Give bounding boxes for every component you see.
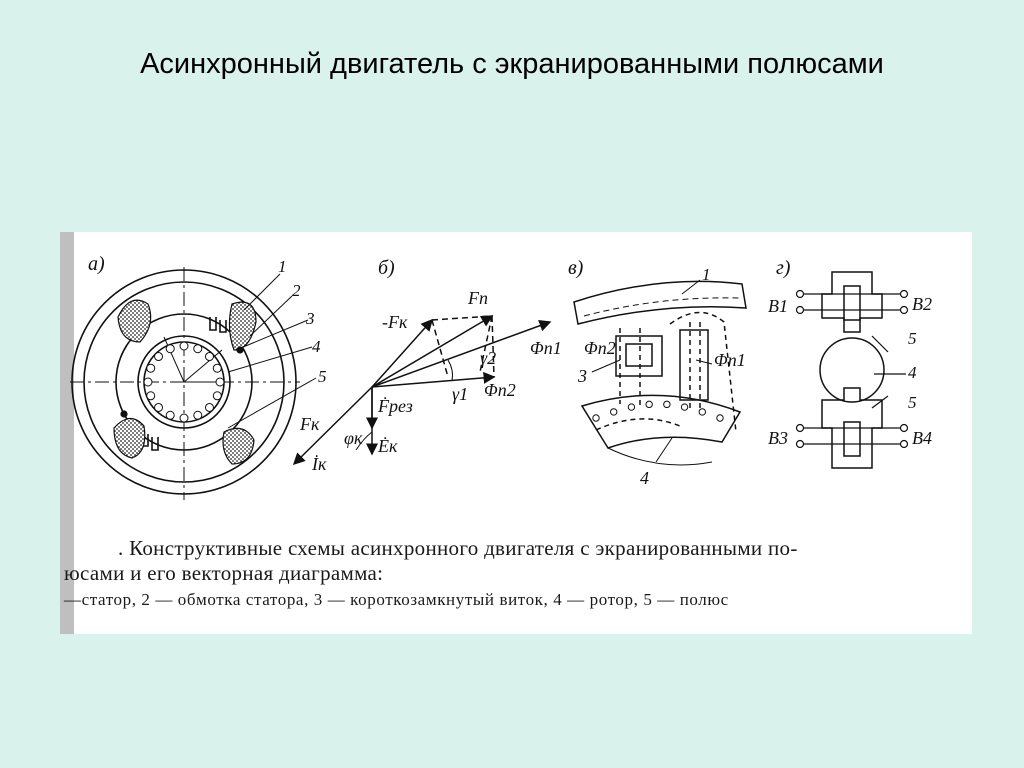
caption-line-2: юсами и его векторная диаграмма: — [64, 561, 384, 585]
rotor-bar — [680, 403, 689, 411]
rotor-bar — [627, 403, 636, 411]
panel-a-windings — [113, 299, 257, 465]
rotor-bar — [212, 391, 222, 401]
g-label-b3: B3 — [768, 428, 788, 448]
panel-a-label: а) — [88, 253, 105, 275]
b-label-ek: Ėк — [377, 436, 398, 456]
rotor-bar — [193, 410, 203, 420]
diagram-svg: а) 1 2 3 4 5 -Fк Fп Fк İк φк Ėк Ḟрез γ1 … — [60, 232, 932, 634]
rotor-bar — [193, 344, 203, 354]
rotor-bar — [143, 377, 153, 387]
panel-g-core — [819, 271, 885, 469]
b-label-gamma1: γ1 — [452, 384, 468, 404]
v-label-phi-p1: Φп1 — [714, 350, 746, 370]
rotor-bar — [179, 413, 189, 423]
rotor-bar — [212, 363, 222, 373]
rotor-bar — [204, 352, 214, 362]
a-label-3: 3 — [305, 309, 315, 328]
a-label-2: 2 — [292, 281, 301, 300]
g-label-b2: B2 — [912, 294, 932, 314]
rotor-bar — [165, 410, 175, 420]
rotor-bar — [179, 341, 189, 351]
v-label-phi-p2: Φп2 — [584, 338, 616, 358]
b-label-fp: Fп — [467, 288, 488, 308]
rotor-bar — [716, 414, 724, 422]
rotor-bar — [645, 400, 653, 409]
g-label-4: 4 — [908, 363, 917, 382]
scan-shadow — [60, 232, 74, 634]
caption-line-3: —статор, 2 — обмотка статора, 3 — коротк… — [64, 590, 729, 609]
rotor-bar — [610, 408, 618, 416]
rotor-bar — [154, 352, 164, 362]
g-label-5-bottom: 5 — [908, 393, 917, 412]
b-label-phi-p2: Φп2 — [484, 380, 516, 400]
vector-fp — [371, 315, 494, 388]
b-label-frez: Ḟрез — [377, 396, 413, 416]
a-label-4: 4 — [312, 337, 321, 356]
panel-g-coils — [795, 289, 909, 449]
panel-v-core — [573, 280, 747, 466]
b-label-phi-p1: Φп1 — [530, 338, 562, 358]
rotor-bar — [154, 402, 164, 412]
slide-title: Асинхронный двигатель с экранированными … — [140, 48, 884, 80]
rotor-bar — [146, 391, 156, 401]
rotor-bar — [146, 363, 156, 373]
g-label-b4: B4 — [912, 428, 932, 448]
panel-b-label: б) — [378, 257, 395, 279]
rotor-bar — [165, 344, 175, 354]
panel-a-leaders — [227, 273, 317, 429]
rotor-bar — [592, 414, 600, 422]
panel-v-label: в) — [568, 257, 584, 279]
caption-line-1: . Конструктивные схемы асинхронного двиг… — [118, 536, 798, 560]
v-label-4: 4 — [640, 468, 649, 488]
vector-ik — [292, 386, 373, 466]
panel-a-rotor-bars — [143, 341, 225, 423]
b-label-fi-k: φк — [344, 428, 363, 448]
b-label-minus-fk: -Fк — [382, 312, 408, 332]
g-label-5-top: 5 — [908, 329, 917, 348]
rotor-bar — [215, 377, 225, 387]
rotor-bar — [204, 402, 214, 412]
rotor-bar — [663, 400, 671, 409]
panel-v-rotor-bars — [592, 400, 724, 422]
g-label-b1: B1 — [768, 296, 788, 316]
a-label-5: 5 — [318, 367, 327, 386]
b-label-fk: Fк — [299, 414, 320, 434]
panel-g-label: г) — [776, 257, 791, 279]
rotor-bar — [698, 408, 706, 416]
a-label-1: 1 — [278, 257, 287, 276]
vector-phi-p2 — [371, 371, 496, 388]
b-label-ik: İк — [311, 454, 327, 474]
vector-phi-p1 — [371, 319, 552, 388]
panel-v-leaders — [591, 279, 713, 463]
panel-a-stator — [70, 267, 300, 500]
panel-b-vectors — [292, 315, 552, 466]
vector-minus-fk — [371, 318, 434, 388]
b-label-gamma2: γ2 — [480, 348, 496, 368]
v-label-1: 1 — [702, 265, 711, 284]
figure-scan: а) 1 2 3 4 5 -Fк Fп Fк İк φк Ėк Ḟрез γ1 … — [60, 232, 972, 634]
v-label-3: 3 — [577, 366, 587, 386]
